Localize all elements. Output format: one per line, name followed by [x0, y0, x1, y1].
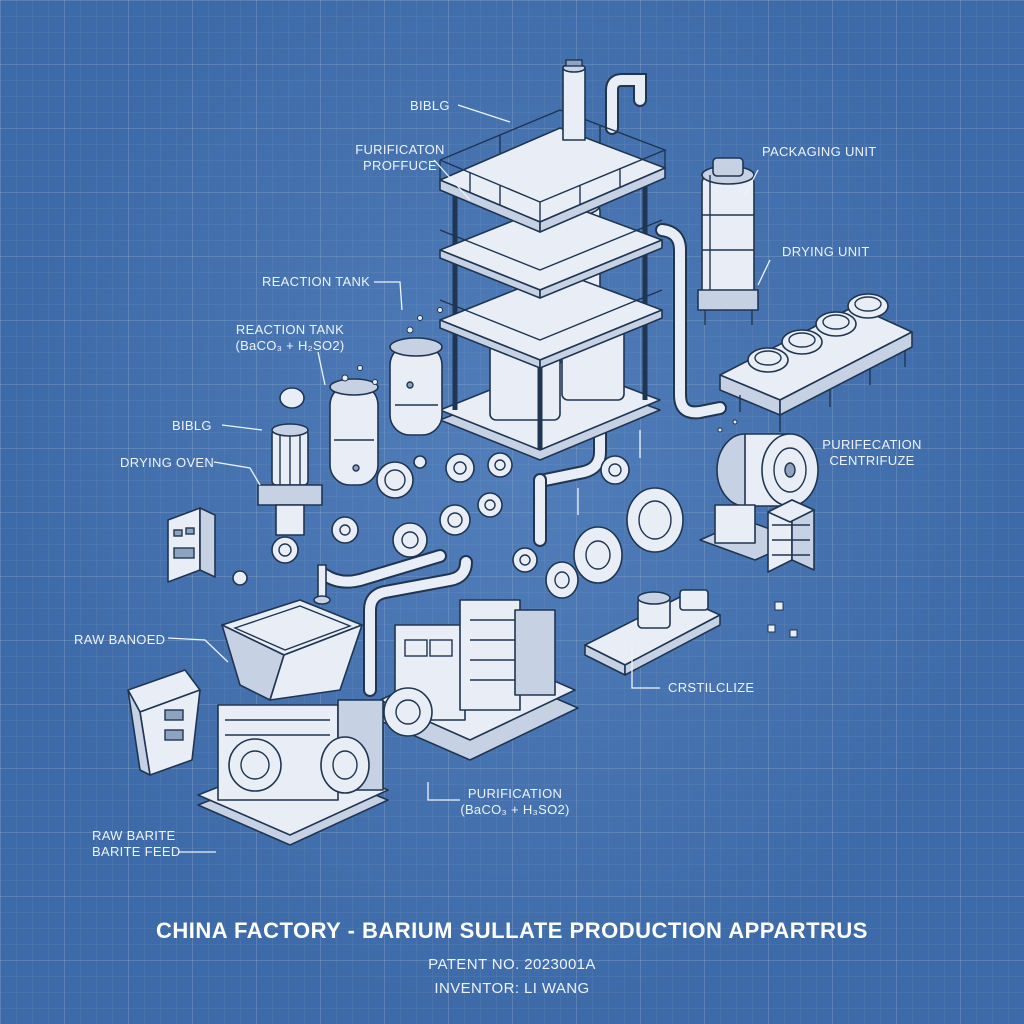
process-pipes [318, 73, 727, 697]
label-drying-oven: DRYING OVEN [120, 455, 215, 470]
drying-oven-column [257, 387, 323, 536]
leader-lines [167, 104, 771, 853]
reaction-tank-lower [329, 378, 379, 486]
label-raw-barite-line-2: BARITE FEED [92, 844, 181, 859]
label-raw-barite-line-1: RAW BARITE [92, 828, 176, 843]
reaction-tank-upper [389, 337, 443, 436]
label-crstilclize: CRSTILCLIZE [668, 680, 755, 695]
label-raw-banoed: RAW BANOED [74, 632, 166, 647]
barite-mill [197, 699, 389, 846]
label-purification-bottom: PURIFICATION (BaCO₃ + H₃SO2) [440, 786, 590, 818]
barite-hopper [221, 599, 363, 701]
label-purification-centrifuge: PURIFECATION CENTRIFUZE [812, 437, 932, 469]
patent-number: PATENT NO. 2023001A [428, 956, 596, 973]
particles [341, 307, 798, 638]
label-drying-unit: DRYING UNIT [782, 244, 870, 259]
centrifuge [699, 433, 819, 561]
label-reaction-tank-2: REACTION TANK (BaCO₃ + H₂SO2) [220, 322, 360, 354]
label-raw-barite: RAW BARITE BARITE FEED [92, 828, 181, 860]
label-purification-procedure-line-1: FURIFICATON [355, 142, 445, 157]
processing-machine [377, 599, 579, 761]
inventor-name: INVENTOR: LI WANG [434, 980, 590, 997]
label-biblg-top: BIBLG [410, 98, 450, 113]
label-purification-centrifuge-line-2: CENTRIFUZE [829, 453, 915, 468]
diagram-title: CHINA FACTORY - BARIUM SULLATE PRODUCTIO… [156, 918, 868, 943]
label-purification-procedure: FURIFICATON PROFFUCE [340, 142, 460, 174]
feed-cabinet [127, 669, 201, 776]
control-cabinet-left [167, 507, 216, 583]
crystallizer [584, 589, 721, 676]
packaging-unit [697, 157, 759, 325]
label-purification-bottom-line-2: (BaCO₃ + H₃SO2) [460, 802, 570, 817]
filter-block [767, 499, 815, 573]
label-purification-bottom-line-1: PURIFICATION [467, 786, 563, 801]
pump-assembly [545, 487, 684, 599]
label-reaction-tank-2-line-2: (BaCO₃ + H₂SO2) [235, 338, 345, 353]
label-purification-procedure-line-2: PROFFUCE [363, 158, 437, 173]
label-purification-centrifuge-line-1: PURIFECATION [822, 437, 922, 452]
gear-parts [232, 452, 630, 605]
drying-conveyor [719, 293, 913, 432]
label-reaction-tank-2-line-1: REACTION TANK [235, 322, 345, 337]
purification-tower [439, 59, 667, 461]
label-packaging-unit: PACKAGING UNIT [762, 144, 877, 159]
label-reaction-tank-1: REACTION TANK [262, 274, 371, 289]
label-biblg-left: BIBLG [172, 418, 212, 433]
